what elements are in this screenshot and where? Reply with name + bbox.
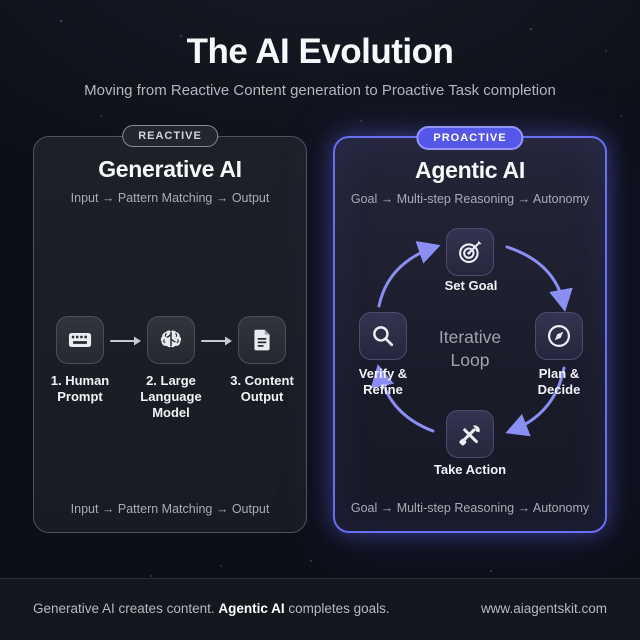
compass-icon	[545, 322, 573, 350]
loop-label-set-goal: Set Goal	[444, 278, 498, 293]
agentic-ai-title: Agentic AI	[415, 157, 525, 183]
target-icon	[456, 238, 484, 266]
brain-icon	[157, 326, 185, 354]
keyboard-icon	[66, 326, 94, 354]
footer-bar: Generative AI creates content. Agentic A…	[0, 578, 640, 640]
agentic-ai-bottom-text: Goal → Multi-step Reasoning → Autonomy	[350, 501, 590, 515]
tools-icon	[456, 420, 484, 448]
loop-label-verify-refine: Verify & Refine	[358, 366, 408, 397]
llm-tile	[147, 316, 195, 364]
reactive-badge: REACTIVE	[122, 125, 218, 147]
generative-ai-subtitle: Input → Pattern Matching → Output	[70, 191, 270, 205]
plan-decide-tile	[535, 312, 583, 360]
human-prompt-tile	[56, 316, 104, 364]
step-label-content-output: 3. Content Output	[230, 373, 294, 404]
footer-url: www.aiagentskit.com	[480, 601, 607, 616]
set-goal-tile	[446, 228, 494, 276]
step-label-human-prompt: 1. Human Prompt	[50, 373, 110, 404]
page-title: The AI Evolution	[186, 32, 454, 71]
verify-refine-tile	[359, 312, 407, 360]
generative-ai-bottom-text: Input → Pattern Matching → Output	[70, 502, 270, 516]
step-label-llm: 2. Large Language Model	[140, 373, 202, 420]
tagline-bold: Agentic AI	[218, 601, 285, 616]
content-output-tile	[238, 316, 286, 364]
magnifier-icon	[369, 322, 397, 350]
flow-arrow-icon	[201, 334, 233, 352]
generative-ai-title: Generative AI	[98, 156, 242, 182]
agentic-ai-panel: PROACTIVE Agentic AI Goal → Multi-step R…	[333, 126, 607, 533]
agentic-ai-subtitle: Goal → Multi-step Reasoning → Autonomy	[350, 192, 590, 206]
take-action-tile	[446, 410, 494, 458]
generative-ai-panel: REACTIVE Generative AI Input → Pattern M…	[33, 125, 307, 533]
loop-label-take-action: Take Action	[433, 462, 507, 477]
proactive-badge: PROACTIVE	[416, 126, 524, 150]
document-icon	[249, 327, 275, 353]
flow-arrow-icon	[110, 334, 142, 352]
iterative-loop-label: Iterative Loop	[438, 327, 502, 370]
loop-label-plan-decide: Plan & Decide	[537, 366, 581, 397]
footer-tagline: Generative AI creates content. Agentic A…	[33, 601, 390, 616]
tagline-part2: completes goals.	[284, 601, 390, 616]
page-subtitle: Moving from Reactive Content generation …	[84, 82, 556, 99]
tagline-part1: Generative AI creates content.	[33, 601, 219, 616]
background-stars	[60, 20, 62, 22]
